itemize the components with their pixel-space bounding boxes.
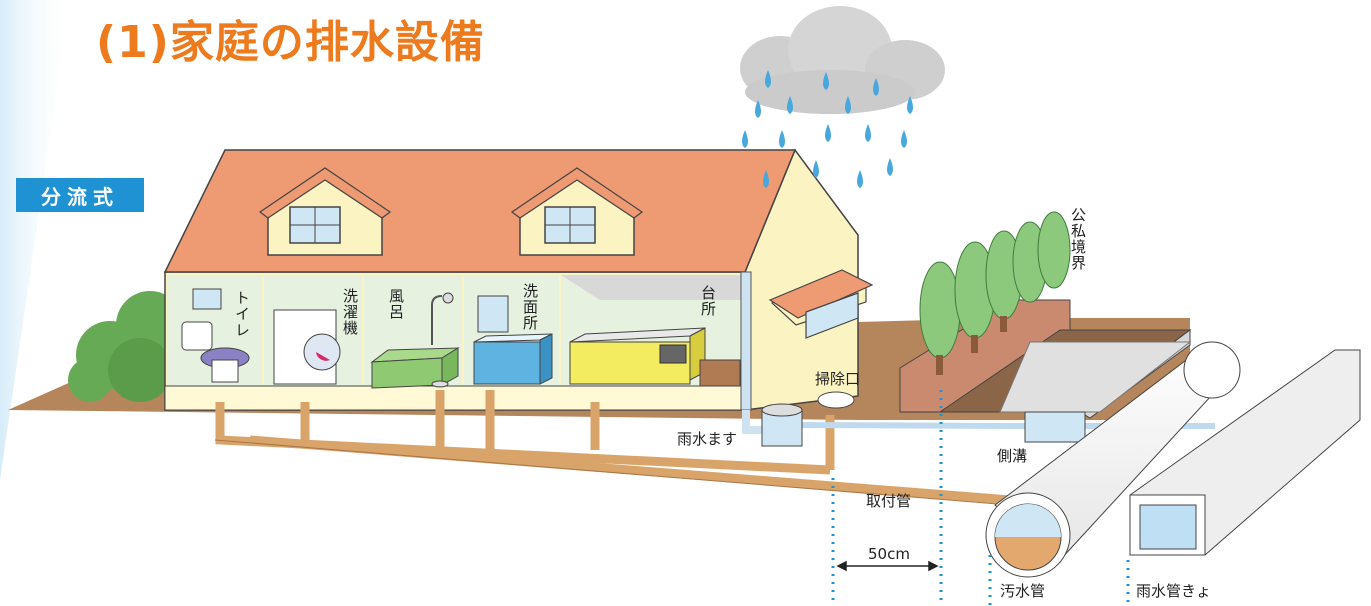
side-window (768, 269, 874, 339)
cleanout-lid (817, 391, 855, 409)
rain-pipe (789, 422, 1031, 429)
label-washroom: 洗面所 (521, 283, 539, 331)
wash-basin (473, 295, 553, 385)
roof (163, 149, 797, 273)
label-sewage-pipe: 汚水管 (1000, 582, 1046, 600)
label-washing-machine: 洗濯機 (341, 288, 359, 336)
system-badge: 分流式 (16, 178, 144, 212)
downspout (740, 271, 752, 411)
boundary-lines (831, 390, 1130, 606)
sewage-main-pipe (985, 341, 1241, 578)
trees (919, 211, 1071, 375)
background-sweep (0, 0, 70, 480)
dormer-right (510, 167, 644, 256)
toilet (181, 288, 250, 383)
foundation (164, 385, 746, 411)
label-bath: 風呂 (387, 288, 405, 320)
side-ditch (1024, 411, 1086, 443)
bathtub (370, 292, 460, 389)
label-toilet: トイレ (233, 290, 251, 338)
rain-basin (761, 403, 803, 447)
label-rain-basin: 雨水ます (677, 430, 738, 448)
label-side-ditch: 側溝 (997, 447, 1028, 465)
label-lateral-pipe: 取付管 (866, 492, 912, 510)
kitchen-ceiling (561, 275, 743, 300)
label-storm-culvert: 雨水管きょ (1136, 582, 1212, 600)
rain-drops (742, 70, 913, 188)
label-distance: 50cm (868, 545, 910, 563)
rain-cloud (740, 6, 945, 114)
distance-arrow (836, 560, 939, 572)
storm-culvert-box (1129, 349, 1361, 556)
label-boundary: 公私境界 (1069, 207, 1087, 271)
label-kitchen: 台所 (699, 285, 717, 317)
kitchen-counter (569, 327, 741, 387)
dormer-left (258, 167, 392, 256)
washing-machine (273, 309, 341, 385)
page-title: (1)家庭の排水設備 (96, 17, 485, 68)
label-cleanout: 掃除口 (815, 370, 861, 388)
